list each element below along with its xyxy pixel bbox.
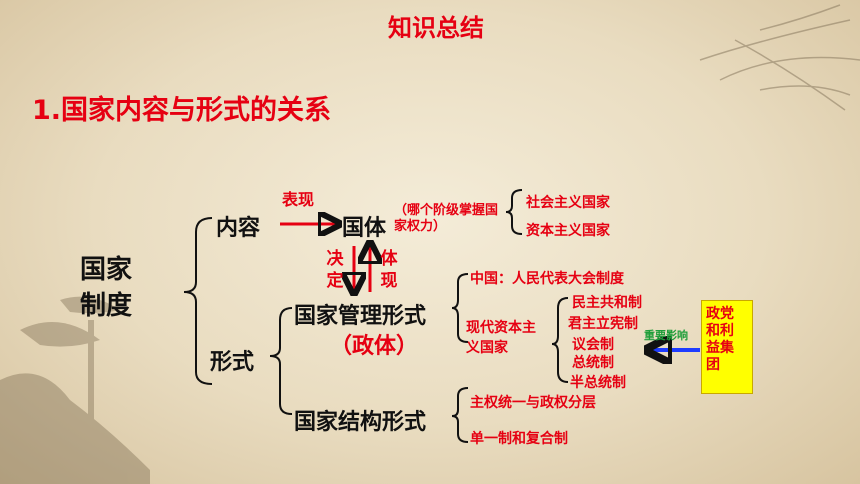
interest-groups-box: 政党和利益集团 bbox=[701, 300, 753, 394]
capitalist-brace bbox=[551, 297, 569, 383]
system-parliamentary: 议会制 bbox=[572, 337, 614, 353]
system-republic: 民主共和制 bbox=[572, 295, 642, 311]
govform-brace bbox=[451, 273, 469, 343]
gov-form-alias: （政体） bbox=[330, 334, 419, 359]
state-nature-note: （哪个阶级掌握国家权力） bbox=[394, 203, 499, 234]
structure-item-unitary-composite: 单一制和复合制 bbox=[470, 431, 568, 447]
system-semi-presidential: 半总统制 bbox=[570, 375, 626, 391]
state-nature-node: 国体 bbox=[342, 216, 387, 241]
nature-type-capitalist: 资本主义国家 bbox=[526, 223, 610, 239]
pine-tree-decoration bbox=[0, 296, 150, 484]
gov-form-node: 国家管理形式 bbox=[294, 304, 427, 329]
nature-type-socialist: 社会主义国家 bbox=[526, 195, 610, 211]
system-constitutional-monarchy: 君主立宪制 bbox=[568, 316, 638, 332]
china-system: 中国：人民代表大会制度 bbox=[470, 271, 624, 287]
content-node: 内容 bbox=[216, 216, 261, 241]
capitalist-label: 现代资本主义国家 bbox=[466, 320, 536, 356]
root-brace bbox=[183, 217, 213, 385]
root-node: 国家制度 bbox=[80, 255, 133, 321]
form-brace bbox=[269, 307, 293, 415]
embody-label: 体现 bbox=[380, 249, 398, 291]
form-node: 形式 bbox=[210, 350, 255, 375]
influence-label: 重要影响 bbox=[644, 329, 688, 342]
structure-form-node: 国家结构形式 bbox=[294, 410, 427, 435]
express-label: 表现 bbox=[282, 190, 315, 209]
structure-item-sovereignty: 主权统一与政权分层 bbox=[470, 395, 596, 411]
decide-label: 决定 bbox=[326, 249, 344, 291]
system-presidential: 总统制 bbox=[572, 355, 614, 371]
page-title: 知识总结 bbox=[388, 14, 484, 42]
nature-brace bbox=[505, 189, 523, 235]
orchid-decoration bbox=[699, 4, 860, 111]
structure-brace bbox=[451, 387, 469, 443]
interest-groups-text: 政党和利益集团 bbox=[706, 306, 734, 373]
section-heading: 1.国家内容与形式的关系 bbox=[32, 95, 332, 126]
